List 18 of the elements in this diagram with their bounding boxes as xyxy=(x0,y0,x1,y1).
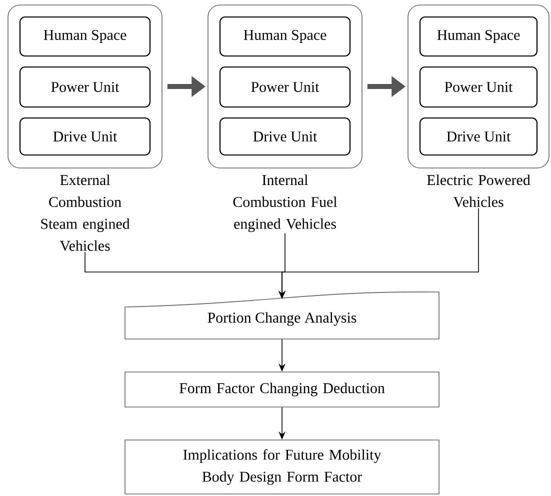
process-box: Form Factor Changing Deduction xyxy=(124,372,440,408)
node-label: Electric Powered Vehicles xyxy=(427,174,530,208)
container-box xyxy=(8,4,162,168)
node-label: Internal Combustion Fuel engined Vehicles xyxy=(233,174,337,232)
node-label: External Combustion Steam engined Vehicles xyxy=(41,174,130,251)
component-box: Drive Unit xyxy=(19,117,151,156)
process-box: Implications for Future Mobility Body Design Form Factor xyxy=(124,440,440,494)
component-box: Human Space xyxy=(19,16,151,57)
component-box: Drive Unit xyxy=(219,117,351,156)
container-box xyxy=(408,4,550,168)
component-box: Power Unit xyxy=(419,66,538,108)
component-box: Power Unit xyxy=(219,66,351,108)
component-box: Human Space xyxy=(419,16,538,57)
component-box: Human Space xyxy=(219,16,351,57)
component-box: Drive Unit xyxy=(419,117,538,156)
component-box: Power Unit xyxy=(19,66,151,108)
document-box: Portion Change Analysis xyxy=(124,292,440,340)
container-box xyxy=(208,4,362,168)
